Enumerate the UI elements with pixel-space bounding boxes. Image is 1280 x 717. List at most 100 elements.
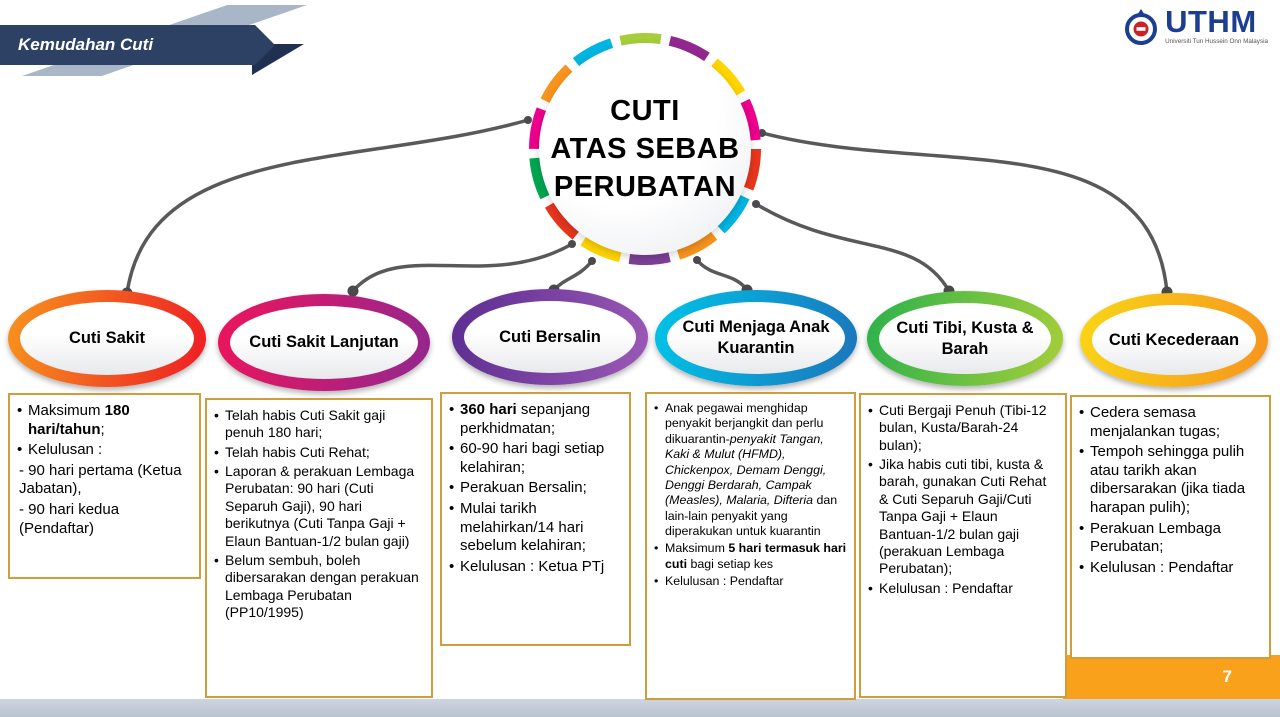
text-segment: bagi setiap kes [687,556,774,571]
text-segment: Telah habis Cuti Sakit gaji penuh 180 ha… [225,407,386,441]
branch-bullet-list: 360 hari sepanjang perkhidmatan;60-90 ha… [449,401,622,576]
bullet-item: Telah habis Cuti Sakit gaji penuh 180 ha… [214,407,424,442]
branch-box-cuti-tibi-kusta-barah: Cuti Bergaji Penuh (Tibi-12 bulan, Kusta… [859,393,1067,698]
text-segment: sepanjang perkhidmatan; [460,401,591,437]
text-segment: - 90 hari kedua (Pendaftar) [19,500,120,537]
connector-dot [524,116,532,124]
central-node-title: CUTI ATAS SEBAB PERUBATAN [550,94,740,204]
text-segment: Kelulusan : Pendaftar [1090,558,1234,576]
connector-dot [568,240,576,248]
branch-box-cuti-sakit-lanjutan: Telah habis Cuti Sakit gaji penuh 180 ha… [205,398,433,698]
connector-path [760,131,1169,294]
page-number-box: 7 [1063,655,1280,699]
text-segment: Perakuan Lembaga Perubatan; [1090,519,1221,556]
branch-oval-face: Cuti Tibi, Kusta & Barah [879,303,1051,374]
branch-bullet-list: Telah habis Cuti Sakit gaji penuh 180 ha… [214,407,424,621]
branch-oval-cuti-sakit: Cuti Sakit [8,290,206,387]
text-segment: Kelulusan : Ketua PTj [460,557,605,575]
bullet-item: Perakuan Lembaga Perubatan; [1079,520,1262,557]
uthm-crest-icon [1122,7,1160,52]
text-segment: Kelulusan : [28,441,103,459]
bullet-item: Maksimum 5 hari termasuk hari cuti bagi … [654,541,847,572]
branch-bullet-list: Cedera semasa menjalankan tugas;Tempoh s… [1079,404,1262,577]
connector-path [351,242,574,293]
text-segment: penyakit Tangan, Kaki & Mulut (HFMD), Ch… [665,431,827,508]
bullet-item: - 90 hari kedua (Pendaftar) [17,501,192,538]
bullet-item: Telah habis Cuti Rehat; [214,443,424,462]
text-segment: Tempoh sehingga pulih atau tarikh akan d… [1090,443,1246,516]
branch-oval-cuti-kecederaan: Cuti Kecederaan [1080,293,1268,387]
bullet-item: Kelulusan : Pendaftar [1079,559,1262,578]
slide-title: Kemudahan Cuti [18,35,154,54]
bullet-item: 60-90 hari bagi setiap kelahiran; [449,440,622,477]
branch-oval-cuti-tibi-kusta-barah: Cuti Tibi, Kusta & Barah [867,291,1063,386]
branch-label: Cuti Menjaga Anak Kuarantin [682,318,830,357]
branch-box-cuti-sakit: Maksimum 180 hari/tahun;Kelulusan :- 90 … [8,393,201,579]
central-node-face: CUTI ATAS SEBAB PERUBATAN [539,43,751,255]
text-segment: - 90 hari pertama (Ketua Jabatan), [19,461,182,498]
bullet-item: Cuti Bergaji Penuh (Tibi-12 bulan, Kusta… [868,402,1058,454]
text-segment: Cuti Bergaji Penuh (Tibi-12 bulan, Kusta… [879,402,1047,453]
bullet-item: Tempoh sehingga pulih atau tarikh akan d… [1079,443,1262,517]
branch-bullet-list: Anak pegawai menghidap penyakit berjangk… [654,401,847,590]
branch-label: Cuti Tibi, Kusta & Barah [896,318,1034,358]
text-segment: Laporan & perakuan Lembaga Perubatan: 90… [225,463,415,549]
text-segment: Maksimum [665,541,729,556]
connector-dot [347,285,359,297]
text-segment: Perakuan Bersalin; [460,479,587,497]
branch-bullet-list: Maksimum 180 hari/tahun;Kelulusan :- 90 … [17,402,192,538]
branch-box-cuti-bersalin: 360 hari sepanjang perkhidmatan;60-90 ha… [440,392,631,646]
branch-oval-face: Cuti Menjaga Anak Kuarantin [667,302,845,374]
text-segment: 180 hari/tahun [28,402,130,438]
branch-label: Cuti Kecederaan [1108,330,1240,349]
page-number: 7 [1222,667,1232,686]
branch-oval-cuti-menjaga-anak-kuarantin: Cuti Menjaga Anak Kuarantin [655,290,857,386]
branch-oval-cuti-sakit-lanjutan: Cuti Sakit Lanjutan [218,294,430,391]
text-segment: Telah habis Cuti Rehat; [225,443,370,460]
central-node: CUTI ATAS SEBAB PERUBATAN [524,28,766,270]
connector-dot [752,200,760,208]
text-segment: Kelulusan : Pendaftar [879,579,1013,596]
branch-label: Cuti Bersalin [499,327,601,346]
branch-bullet-list: Cuti Bergaji Penuh (Tibi-12 bulan, Kusta… [868,402,1058,597]
text-segment: 360 hari [460,401,517,418]
ring-segment [529,33,761,265]
logo-subtext: Universiti Tun Hussein Onn Malaysia [1165,38,1268,46]
text-segment: 60-90 hari bagi setiap kelahiran; [460,440,605,476]
bullet-item: Belum sembuh, boleh dibersarakan dengan … [214,552,424,621]
bullet-item: Kelulusan : Pendaftar [868,579,1058,598]
text-segment: dan lain-lain penyakit yang diperakukan … [665,493,838,538]
central-node-ring [529,33,761,265]
branch-label: Cuti Sakit [68,329,146,348]
uthm-logo: UTHM Universiti Tun Hussein Onn Malaysia [1122,4,1268,52]
connector-path [754,202,951,293]
branch-oval-face: Cuti Bersalin [464,301,636,373]
branch-oval-face: Cuti Kecederaan [1092,305,1256,375]
branch-box-cuti-kecederaan: Cedera semasa menjalankan tugas;Tempoh s… [1070,395,1271,659]
text-segment: Belum sembuh, boleh dibersarakan dengan … [225,551,419,620]
branch-oval-cuti-bersalin: Cuti Bersalin [452,289,648,385]
bullet-item: Anak pegawai menghidap penyakit berjangk… [654,401,847,539]
connector-dot [588,257,596,265]
footer-bar [0,699,1280,717]
bullet-item: Kelulusan : [17,441,192,460]
bullet-item: Cedera semasa menjalankan tugas; [1079,404,1262,441]
branch-box-cuti-menjaga-anak-kuarantin: Anak pegawai menghidap penyakit berjangk… [645,392,856,700]
text-segment: ; [100,420,105,438]
bullet-item: 360 hari sepanjang perkhidmatan; [449,401,622,438]
logo-name: UTHM [1165,4,1257,39]
connector-path [125,118,530,295]
ring-segment [529,33,761,265]
text-segment: Cedera semasa menjalankan tugas; [1090,404,1221,440]
bullet-item: Kelulusan : Pendaftar [654,574,847,590]
bullet-item: - 90 hari pertama (Ketua Jabatan), [17,462,192,499]
slide-title-banner: Kemudahan Cuti [0,25,275,65]
bullet-item: Jika habis cuti tibi, kusta & barah, gun… [868,456,1058,578]
ring-segment [529,33,761,265]
bullet-item: Mulai tarikh melahirkan/14 hari sebelum … [449,500,622,556]
branch-label: Cuti Sakit Lanjutan [249,333,399,352]
branch-oval-face: Cuti Sakit Lanjutan [230,306,418,379]
text-segment: 5 hari termasuk hari cuti [665,541,847,571]
